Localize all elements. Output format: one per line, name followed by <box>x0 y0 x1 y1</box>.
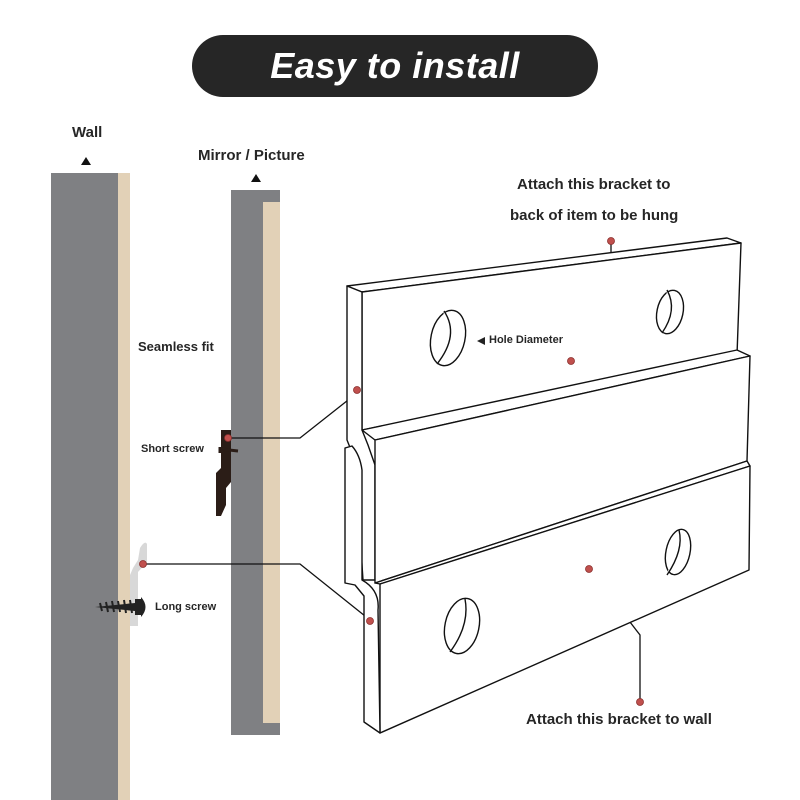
wall-bracket-side <box>344 445 381 734</box>
wall-bracket-face <box>379 465 751 734</box>
short-screw-label: Short screw <box>141 443 204 455</box>
callout-dots <box>139 237 644 706</box>
hole-diameter-arrow-icon <box>477 337 485 345</box>
long-screw-label: Long screw <box>155 601 217 613</box>
dot-wall-bracket-face <box>585 565 593 573</box>
wall-cross-section <box>51 157 130 800</box>
title-banner: Easy to install <box>192 35 598 97</box>
short-screw-icon <box>218 447 239 453</box>
dot-top-bracket-face <box>567 357 575 365</box>
mirror-bracket-shape <box>216 430 231 516</box>
callout-long-screw-line <box>143 563 371 621</box>
bracket-3d-drawing <box>344 237 751 734</box>
callout-short-screw-line <box>228 392 358 439</box>
dot-wall-bracket-edge <box>366 617 374 625</box>
mirror-backing <box>263 202 280 723</box>
top-bracket-label-line2: back of item to be hung <box>510 207 679 224</box>
dot-top-bracket-edge <box>353 386 361 394</box>
dot-long-screw <box>139 560 147 568</box>
dot-short-screw <box>224 434 232 442</box>
wall-panel <box>51 173 118 800</box>
mirror-bracket-profile <box>216 430 239 516</box>
wall-bracket-label: Attach this bracket to wall <box>526 711 712 728</box>
wall-surface <box>118 173 130 800</box>
hole-diameter-label: Hole Diameter <box>489 334 563 346</box>
dot-wall-bracket-label <box>636 698 644 706</box>
mirror-picture-label: Mirror / Picture <box>198 147 305 164</box>
seamless-fit-label: Seamless fit <box>138 339 214 354</box>
mirror-arrow-icon <box>251 174 261 182</box>
dot-top-bracket-label <box>607 237 615 245</box>
title-text: Easy to install <box>270 45 520 86</box>
wall-label: Wall <box>72 124 103 141</box>
mirror-cross-section <box>231 174 280 735</box>
long-screw-icon <box>95 597 146 617</box>
top-bracket-label-line1: Attach this bracket to <box>517 176 671 193</box>
wall-arrow-icon <box>81 157 91 165</box>
